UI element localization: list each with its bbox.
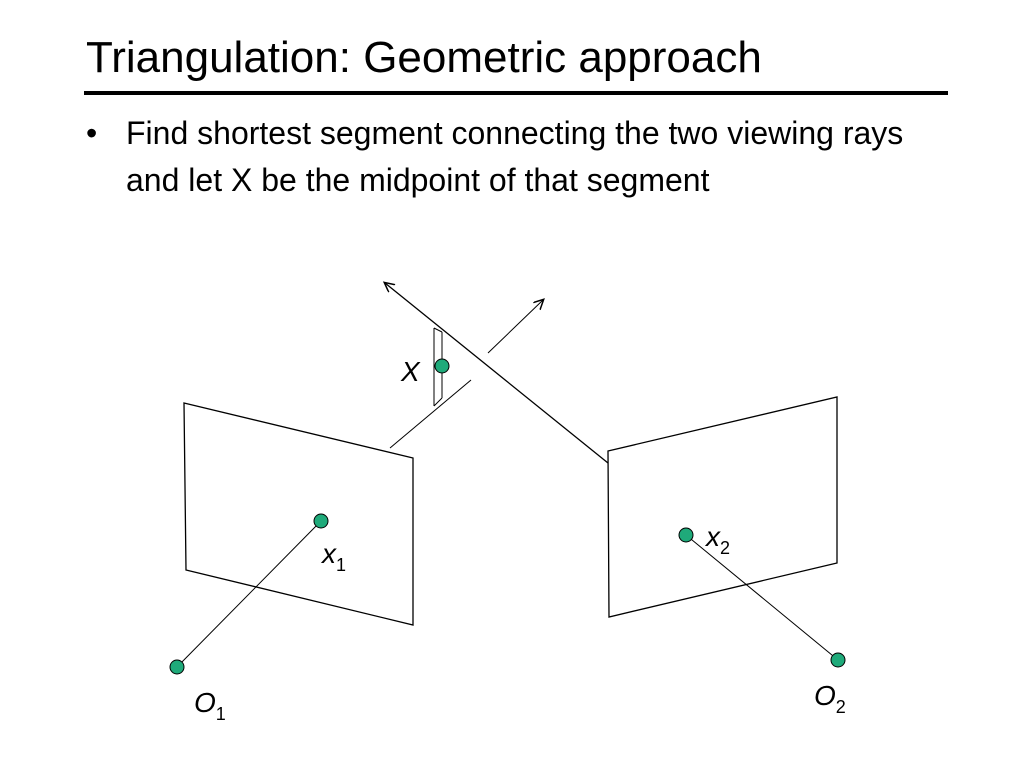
label-O1: O1	[194, 687, 226, 724]
right-angle-mark-bottom	[433, 397, 443, 407]
bullet-list: • Find shortest segment connecting the t…	[86, 110, 946, 204]
title-divider	[84, 91, 948, 95]
point-x2	[678, 527, 694, 543]
camera1-ray-inner	[176, 520, 322, 668]
right-angle-mark-top	[433, 327, 443, 333]
point-x1	[313, 513, 329, 529]
camera-center-O1	[169, 659, 185, 675]
label-x1: x1	[320, 538, 346, 575]
left-image-plane	[183, 402, 414, 626]
camera-center-O2	[830, 652, 846, 668]
slide-title: Triangulation: Geometric approach	[86, 33, 762, 82]
camera2-ray-arrow	[385, 283, 609, 464]
camera2-ray-inner	[685, 534, 839, 661]
label-x2: x2	[704, 521, 730, 558]
camera1-ray-arrow	[487, 300, 543, 354]
right-image-plane	[607, 396, 838, 618]
label-X: X	[400, 356, 421, 387]
camera1-ray-outer	[389, 379, 472, 449]
midpoint-X	[434, 358, 450, 374]
bullet-item: • Find shortest segment connecting the t…	[86, 110, 946, 204]
bullet-text: Find shortest segment connecting the two…	[126, 115, 904, 198]
label-O2: O2	[814, 680, 846, 717]
bullet-dot-icon: •	[86, 115, 98, 151]
